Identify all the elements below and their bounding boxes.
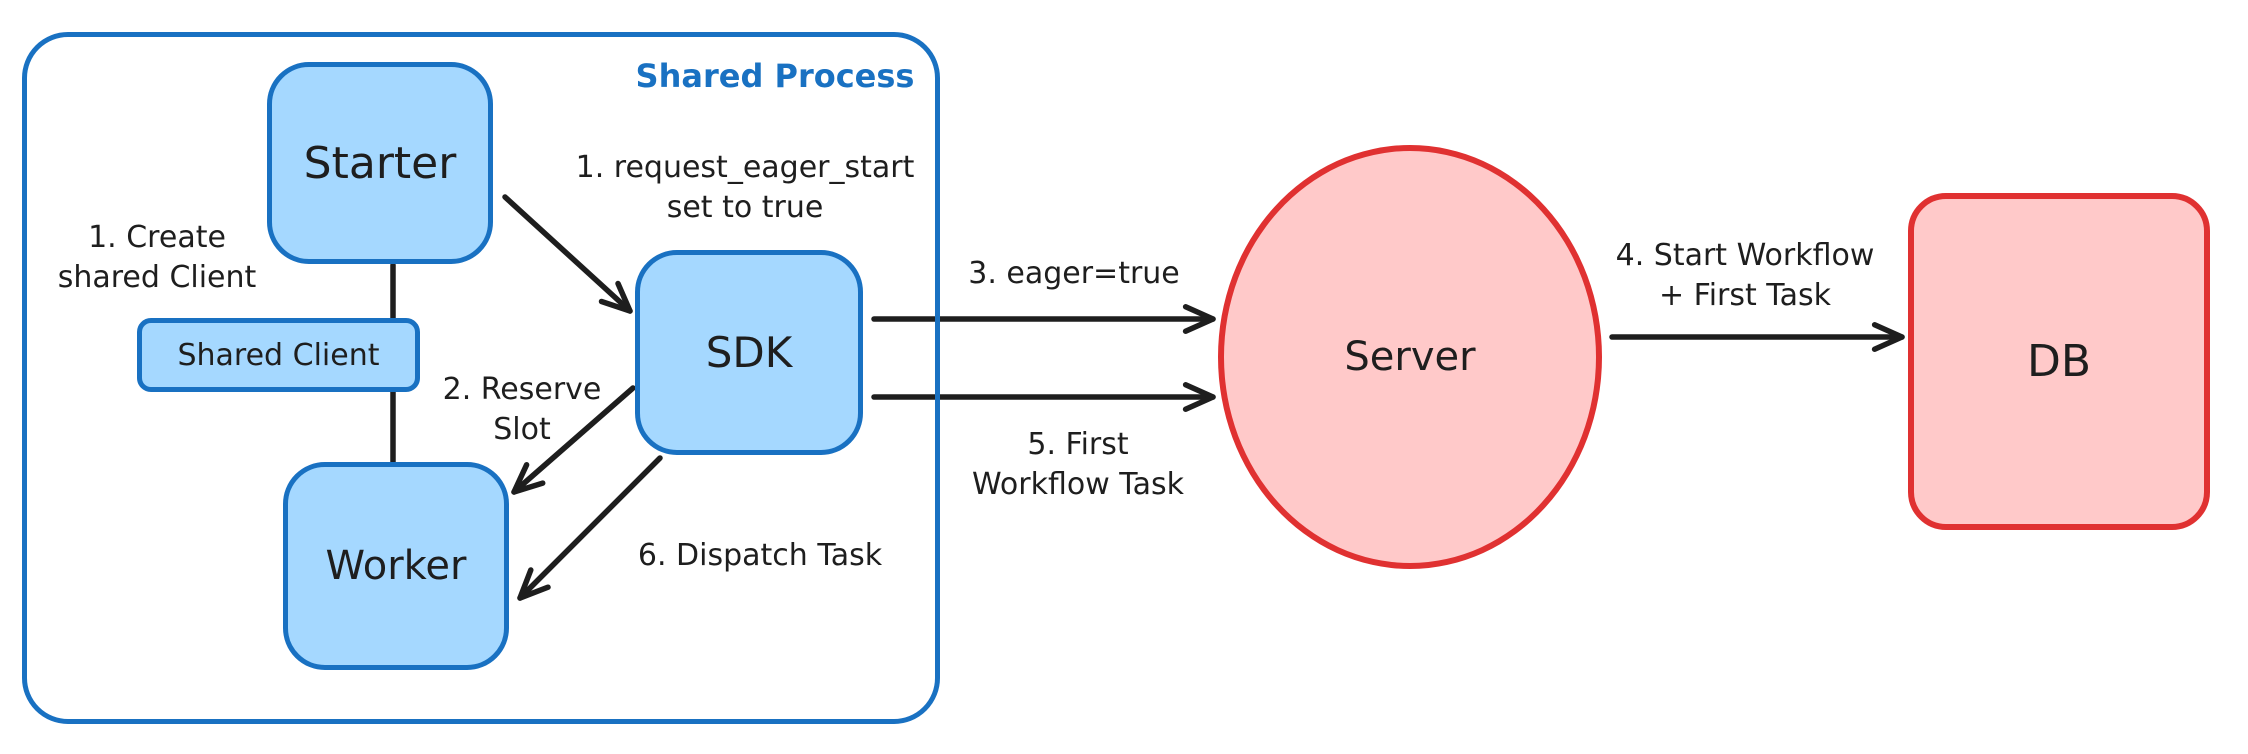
db-label: DB xyxy=(2026,336,2092,387)
node-sdk: SDK xyxy=(635,250,863,455)
note-reserve-slot-line2: Slot xyxy=(493,412,551,447)
arrow-first-workflow-task xyxy=(871,382,1216,412)
shared-client-label: Shared Client xyxy=(177,337,380,373)
node-shared-client: Shared Client xyxy=(137,318,420,392)
note-reserve-slot: 2. Reserve Slot xyxy=(443,370,602,450)
starter-label: Starter xyxy=(303,137,457,189)
note-create-shared-client: 1. Create shared Client xyxy=(58,218,257,298)
shared-process-frame xyxy=(22,32,940,724)
shared-process-title: Shared Process xyxy=(635,57,915,95)
note-start-workflow-line2: + First Task xyxy=(1658,278,1832,313)
note-reserve-slot-line1: 2. Reserve xyxy=(442,372,602,407)
note-start-workflow: 4. Start Workflow + First Task xyxy=(1616,236,1875,316)
note-request-eager-start: 1. request_eager_start set to true xyxy=(576,148,915,228)
node-worker: Worker xyxy=(283,462,509,670)
node-db: DB xyxy=(1908,193,2210,530)
note-first-workflow-task: 5. First Workflow Task xyxy=(972,425,1184,505)
note-dispatch-task: 6. Dispatch Task xyxy=(637,538,883,573)
sdk-label: SDK xyxy=(705,328,793,377)
arrow-start-workflow xyxy=(1609,322,1905,352)
server-label: Server xyxy=(1344,334,1476,380)
worker-label: Worker xyxy=(325,543,467,589)
node-server: Server xyxy=(1218,145,1602,569)
note-first-workflow-task-line2: Workflow Task xyxy=(971,467,1185,502)
note-create-shared-client-line2: shared Client xyxy=(57,260,257,295)
node-starter: Starter xyxy=(267,62,493,264)
arrow-dispatch-task xyxy=(517,455,663,601)
note-first-workflow-task-line1: 5. First xyxy=(1027,427,1129,462)
note-start-workflow-line1: 4. Start Workflow xyxy=(1615,238,1875,273)
note-request-eager-start-line1: 1. request_eager_start xyxy=(575,150,915,185)
arrow-eager-true xyxy=(871,304,1216,334)
note-create-shared-client-line1: 1. Create xyxy=(88,220,226,255)
note-request-eager-start-line2: set to true xyxy=(666,190,824,225)
arrow-request-eager-start xyxy=(502,194,633,314)
arrow-reserve-slot xyxy=(511,385,636,495)
note-eager-true: 3. eager=true xyxy=(968,256,1180,291)
